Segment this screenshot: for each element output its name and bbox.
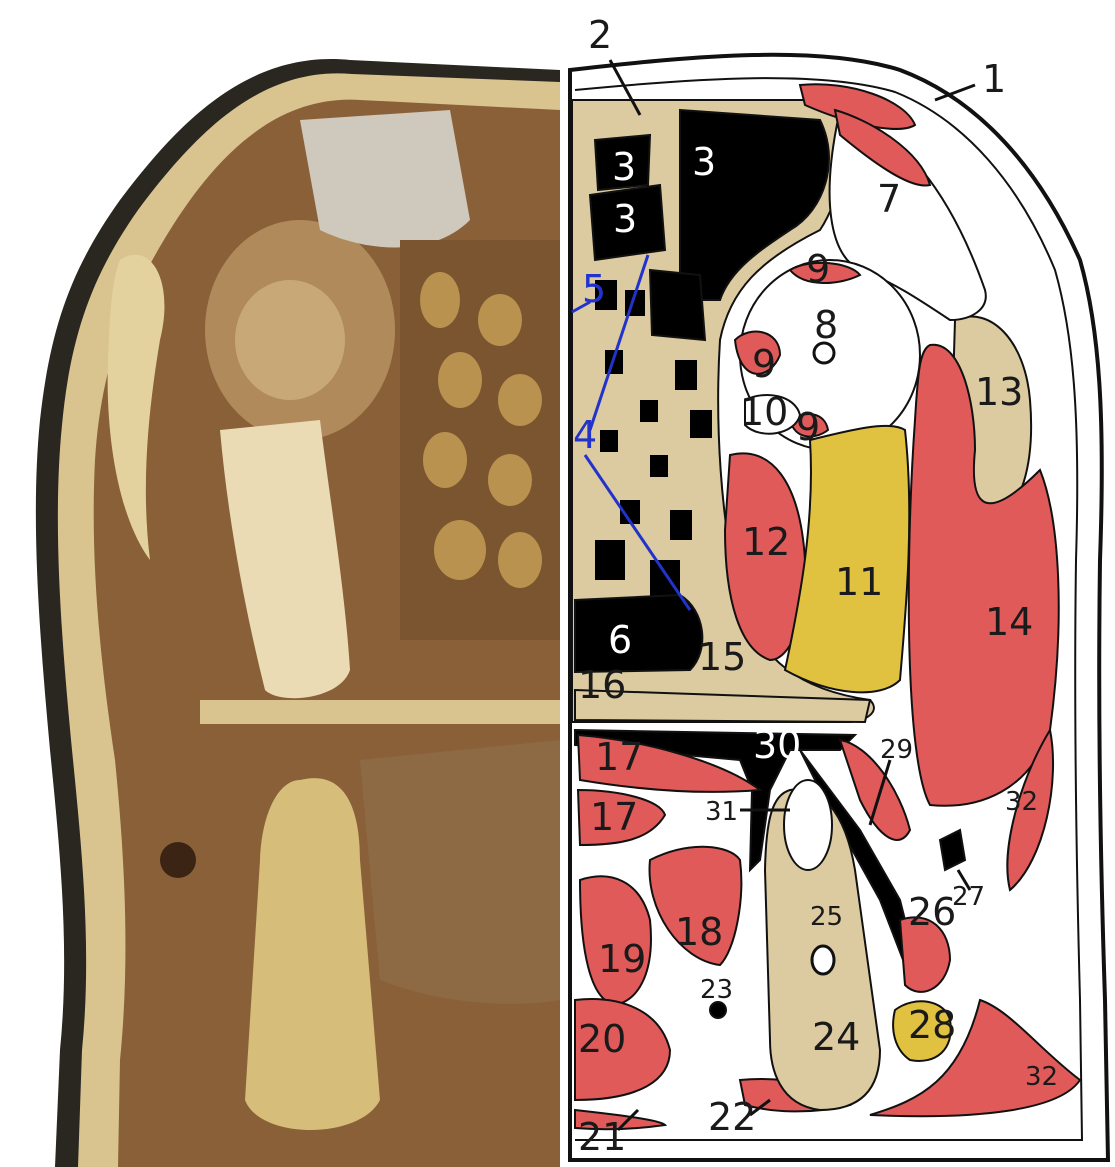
label-32b: 32 (1025, 1062, 1058, 1092)
label-16: 16 (578, 663, 626, 707)
sinus-cell (650, 270, 705, 340)
label-1: 1 (982, 57, 1006, 101)
label-25: 25 (810, 902, 843, 932)
structure-25 (812, 946, 834, 974)
label-7: 7 (877, 177, 901, 221)
photo-eye-inner (235, 280, 345, 400)
label-15: 15 (698, 635, 746, 679)
label-5: 5 (582, 267, 606, 311)
label-9a: 9 (806, 247, 830, 291)
label-30: 30 (753, 723, 801, 767)
label-3c: 3 (613, 197, 637, 241)
label-4: 4 (573, 413, 597, 457)
label-8: 8 (814, 303, 838, 347)
label-31: 31 (705, 797, 738, 827)
label-14: 14 (985, 600, 1033, 644)
label-12: 12 (742, 520, 790, 564)
label-3a: 3 (612, 145, 636, 189)
label-32a: 32 (1005, 787, 1038, 817)
label-20: 20 (578, 1017, 626, 1061)
photo-tongue-muscle (360, 740, 560, 1004)
label-17b: 17 (590, 795, 638, 839)
label-10: 10 (740, 390, 788, 434)
label-27: 27 (952, 882, 985, 912)
sinus-6 (575, 595, 702, 672)
label-19: 19 (598, 937, 646, 981)
label-9c: 9 (796, 405, 820, 449)
label-2: 2 (588, 13, 612, 57)
label-22: 22 (708, 1095, 756, 1139)
label-13: 13 (975, 370, 1023, 414)
label-6: 6 (608, 618, 632, 662)
label-3b: 3 (692, 140, 716, 184)
label-28: 28 (908, 1003, 956, 1047)
label-26: 26 (908, 890, 956, 934)
label-18: 18 (675, 910, 723, 954)
label-17a: 17 (595, 735, 643, 779)
label-11: 11 (835, 560, 883, 604)
photo-vessel (160, 842, 196, 878)
photo-frontal-sinus (300, 110, 470, 248)
structure-31 (784, 780, 832, 870)
label-21: 21 (578, 1115, 626, 1159)
photo-section (36, 59, 560, 1167)
label-29: 29 (880, 735, 913, 765)
label-24: 24 (812, 1015, 860, 1059)
label-9b: 9 (752, 342, 776, 386)
photo-palate-bone (200, 700, 560, 724)
label-23: 23 (700, 975, 733, 1005)
